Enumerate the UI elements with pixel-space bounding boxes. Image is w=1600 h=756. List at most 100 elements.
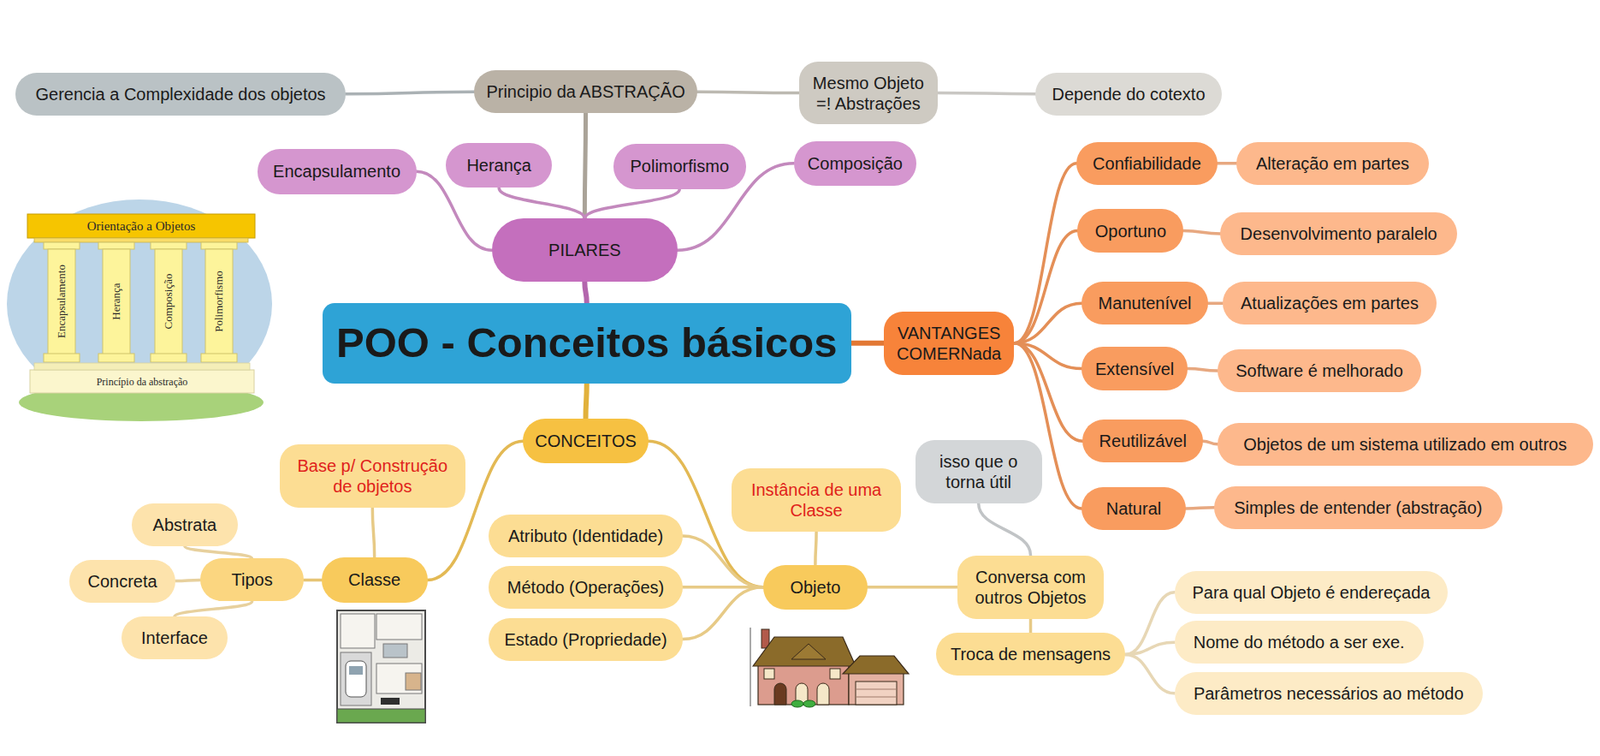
detail-box: Objetos de um sistema utilizado em outro… bbox=[1217, 422, 1594, 466]
floor-plan-illustration bbox=[380, 697, 400, 705]
branch-connector bbox=[1029, 618, 1033, 634]
branch-connector bbox=[937, 93, 1037, 95]
branch-connector bbox=[1013, 302, 1082, 344]
type-box: Concreta bbox=[69, 559, 176, 603]
node-text: Desenvolvimento paralelo bbox=[1240, 223, 1438, 244]
branch-connector bbox=[303, 578, 321, 582]
branch-box: CONCEITOS bbox=[522, 418, 649, 463]
node-text: Gerencia a Complexidade dos objetos bbox=[35, 83, 326, 105]
node-text: Atributo (Identidade) bbox=[508, 525, 664, 546]
branch-connector bbox=[815, 531, 817, 564]
subtopic-box: Mesmo Objeto =! Abstrações bbox=[799, 61, 938, 125]
branch-connector bbox=[1125, 592, 1174, 655]
message-part-box: Parâmetros necessários ao método bbox=[1174, 671, 1483, 715]
pillar-box: Polimorfismo bbox=[613, 143, 747, 189]
branch-box: VANTANGES COMERNada bbox=[883, 311, 1015, 375]
floor-plan-illustration bbox=[340, 613, 375, 648]
floor-plan-illustration bbox=[376, 663, 422, 694]
detail-box: Simples de entender (abstração) bbox=[1214, 485, 1502, 529]
node-text: Alteração em partes bbox=[1256, 153, 1410, 174]
pillars-illustration bbox=[150, 353, 187, 362]
node-text: Principio da ABSTRAÇÃO bbox=[485, 81, 685, 102]
pillar-box: Herança bbox=[445, 142, 552, 188]
pillar-label: Herança bbox=[109, 282, 124, 320]
branch-connector bbox=[586, 383, 587, 419]
branch-connector bbox=[682, 586, 764, 640]
branch-connector bbox=[1187, 368, 1218, 371]
house-illustration bbox=[752, 636, 856, 666]
detail-box: Software é melhorado bbox=[1217, 349, 1423, 392]
node-text: Para qual Objeto é endereçada bbox=[1192, 581, 1431, 603]
node-text: Troca de mensagens bbox=[950, 643, 1111, 664]
node-text: POO - Conceitos básicos bbox=[336, 317, 837, 368]
definition-box: Base p/ Construção de objetos bbox=[279, 444, 466, 508]
advantage-box: Oportuno bbox=[1077, 208, 1184, 252]
floor-plan-illustration bbox=[383, 643, 408, 658]
pillars-illustration bbox=[34, 237, 249, 243]
feature-box: Troca de mensagens bbox=[936, 632, 1126, 676]
pillar-box: Encapsulamento bbox=[257, 148, 417, 194]
node-text: Composição bbox=[807, 153, 903, 174]
branch-connector bbox=[498, 187, 585, 219]
branch-connector bbox=[584, 189, 680, 220]
node-text: Natural bbox=[1106, 497, 1162, 519]
pillar-label: Encapsulamento bbox=[54, 264, 69, 338]
concept-box: Classe bbox=[321, 557, 428, 602]
node-text: Concreta bbox=[88, 570, 158, 592]
branch-connector bbox=[1125, 641, 1174, 654]
node-text: Manutenível bbox=[1098, 292, 1192, 314]
feature-box: Atributo (Identidade) bbox=[488, 514, 683, 558]
house-illustration bbox=[764, 668, 775, 679]
node-text: Base p/ Construção de objetos bbox=[290, 455, 456, 497]
node-text: Depende do cotexto bbox=[1051, 83, 1205, 105]
node-text: Conversa com outros Objetos bbox=[967, 566, 1095, 608]
feature-box: Conversa com outros Objetos bbox=[957, 555, 1105, 619]
node-text: Parâmetros necessários ao método bbox=[1193, 682, 1464, 704]
branch-connector bbox=[1183, 231, 1221, 235]
branch-connector bbox=[175, 579, 201, 581]
pillars-illustration bbox=[6, 199, 273, 409]
detail-box: Atualizações em partes bbox=[1222, 281, 1437, 325]
type-box: Abstrata bbox=[131, 503, 238, 546]
node-text: Polimorfismo bbox=[629, 155, 729, 177]
message-part-box: Nome do método a ser exe. bbox=[1174, 620, 1424, 664]
pillars-illustration bbox=[43, 353, 80, 362]
pillars-illustration bbox=[150, 242, 187, 249]
node-text: Método (Operações) bbox=[507, 576, 664, 598]
node-text: Atualizações em partes bbox=[1240, 292, 1419, 314]
node-text: Herança bbox=[466, 154, 532, 176]
branch-connector bbox=[697, 91, 800, 93]
advantage-box: Confiabilidade bbox=[1076, 142, 1218, 185]
base-label: Princípio da abstração bbox=[96, 375, 189, 389]
pillars-illustration bbox=[154, 248, 183, 356]
subtopic-box: Depende do cotexto bbox=[1035, 72, 1221, 116]
node-text: Classe bbox=[348, 568, 401, 590]
pillars-illustration bbox=[43, 242, 80, 249]
branch-connector bbox=[1208, 301, 1223, 305]
node-text: PILARES bbox=[548, 239, 621, 261]
node-text: Oportuno bbox=[1095, 220, 1167, 242]
house-illustration bbox=[817, 682, 830, 705]
branch-connector bbox=[978, 503, 1032, 556]
pillars-illustration bbox=[6, 199, 273, 421]
pillars-illustration bbox=[34, 362, 250, 370]
subtopic-box: Gerencia a Complexidade dos objetos bbox=[15, 72, 346, 116]
pillar-label: Composição bbox=[161, 273, 176, 330]
branch-box: PILARES bbox=[491, 218, 678, 282]
message-part-box: Para qual Objeto é endereçada bbox=[1174, 570, 1449, 614]
type-box: Interface bbox=[121, 616, 228, 659]
node-text: Abstrata bbox=[153, 514, 217, 535]
pillars-illustration bbox=[43, 242, 238, 362]
pillars-illustration bbox=[98, 242, 135, 249]
pillars-illustration bbox=[98, 353, 135, 362]
house-illustration bbox=[758, 660, 849, 705]
pillars-illustration bbox=[27, 213, 255, 238]
node-text: Extensível bbox=[1095, 358, 1174, 380]
pillars-illustration bbox=[102, 248, 131, 356]
floor-plan-illustration bbox=[376, 613, 422, 640]
pillars-illustration bbox=[201, 242, 238, 249]
advantage-box: Extensível bbox=[1081, 346, 1188, 390]
node-text: Instância de uma Classe bbox=[741, 479, 891, 521]
house-illustration bbox=[855, 696, 897, 698]
concept-box: Objeto bbox=[763, 564, 868, 610]
